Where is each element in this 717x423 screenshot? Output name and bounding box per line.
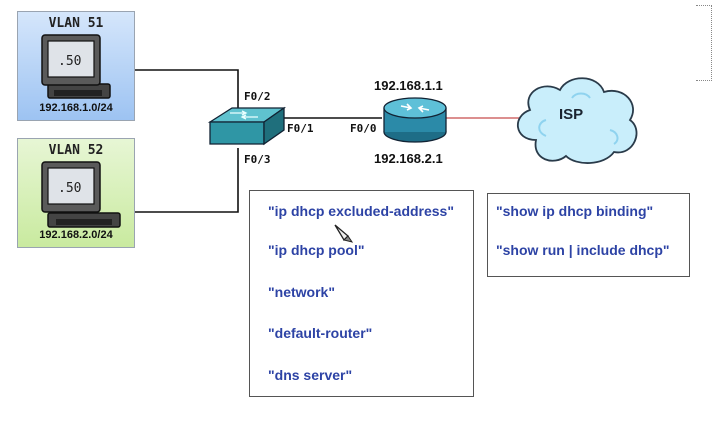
host-ip-label: .50: [58, 181, 82, 196]
command-item: "show ip dhcp binding": [496, 203, 654, 219]
offscreen-frame-fragment: [696, 5, 712, 81]
command-item: "default-router": [268, 325, 373, 341]
router-ip-top: 192.168.1.1: [374, 78, 443, 93]
dhcp-config-commands-box: "ip dhcp excluded-address" "ip dhcp pool…: [249, 190, 474, 397]
vlan-52-panel: VLAN 52 .50 192.168.2.0/24: [17, 138, 135, 248]
pencil-cursor-icon: [334, 224, 354, 243]
command-item: "show run | include dhcp": [496, 242, 670, 258]
computer-icon: [41, 34, 111, 99]
link-vlan51-switch: [108, 69, 239, 118]
command-item: "ip dhcp excluded-address": [268, 203, 454, 219]
port-label-f0-3: F0/3: [244, 153, 271, 166]
port-label-f0-2: F0/2: [244, 90, 271, 103]
dhcp-show-commands-box: "show ip dhcp binding" "show run | inclu…: [487, 193, 690, 277]
isp-label: ISP: [559, 106, 584, 123]
switch-icon: [207, 106, 287, 146]
vlan-52-subnet: 192.168.2.0/24: [39, 229, 113, 241]
vlan-51-subnet: 192.168.1.0/24: [39, 102, 113, 114]
command-item: "ip dhcp pool": [268, 242, 365, 258]
router-icon: [383, 97, 447, 143]
port-label-f0-0: F0/0: [350, 122, 377, 135]
vlan-51-title: VLAN 51: [48, 16, 104, 31]
command-item: "network": [268, 284, 335, 300]
vlan-51-panel: VLAN 51 .50 192.168.1.0/24: [17, 11, 135, 121]
vlan-52-title: VLAN 52: [48, 143, 104, 158]
host-ip-label: .50: [58, 54, 82, 69]
cloud-icon: [516, 77, 638, 164]
router-ip-bottom: 192.168.2.1: [374, 151, 443, 166]
port-label-f0-1: F0/1: [287, 122, 314, 135]
link-vlan52-switch: [118, 148, 239, 213]
computer-icon: [41, 161, 121, 228]
command-item: "dns server": [268, 367, 353, 383]
